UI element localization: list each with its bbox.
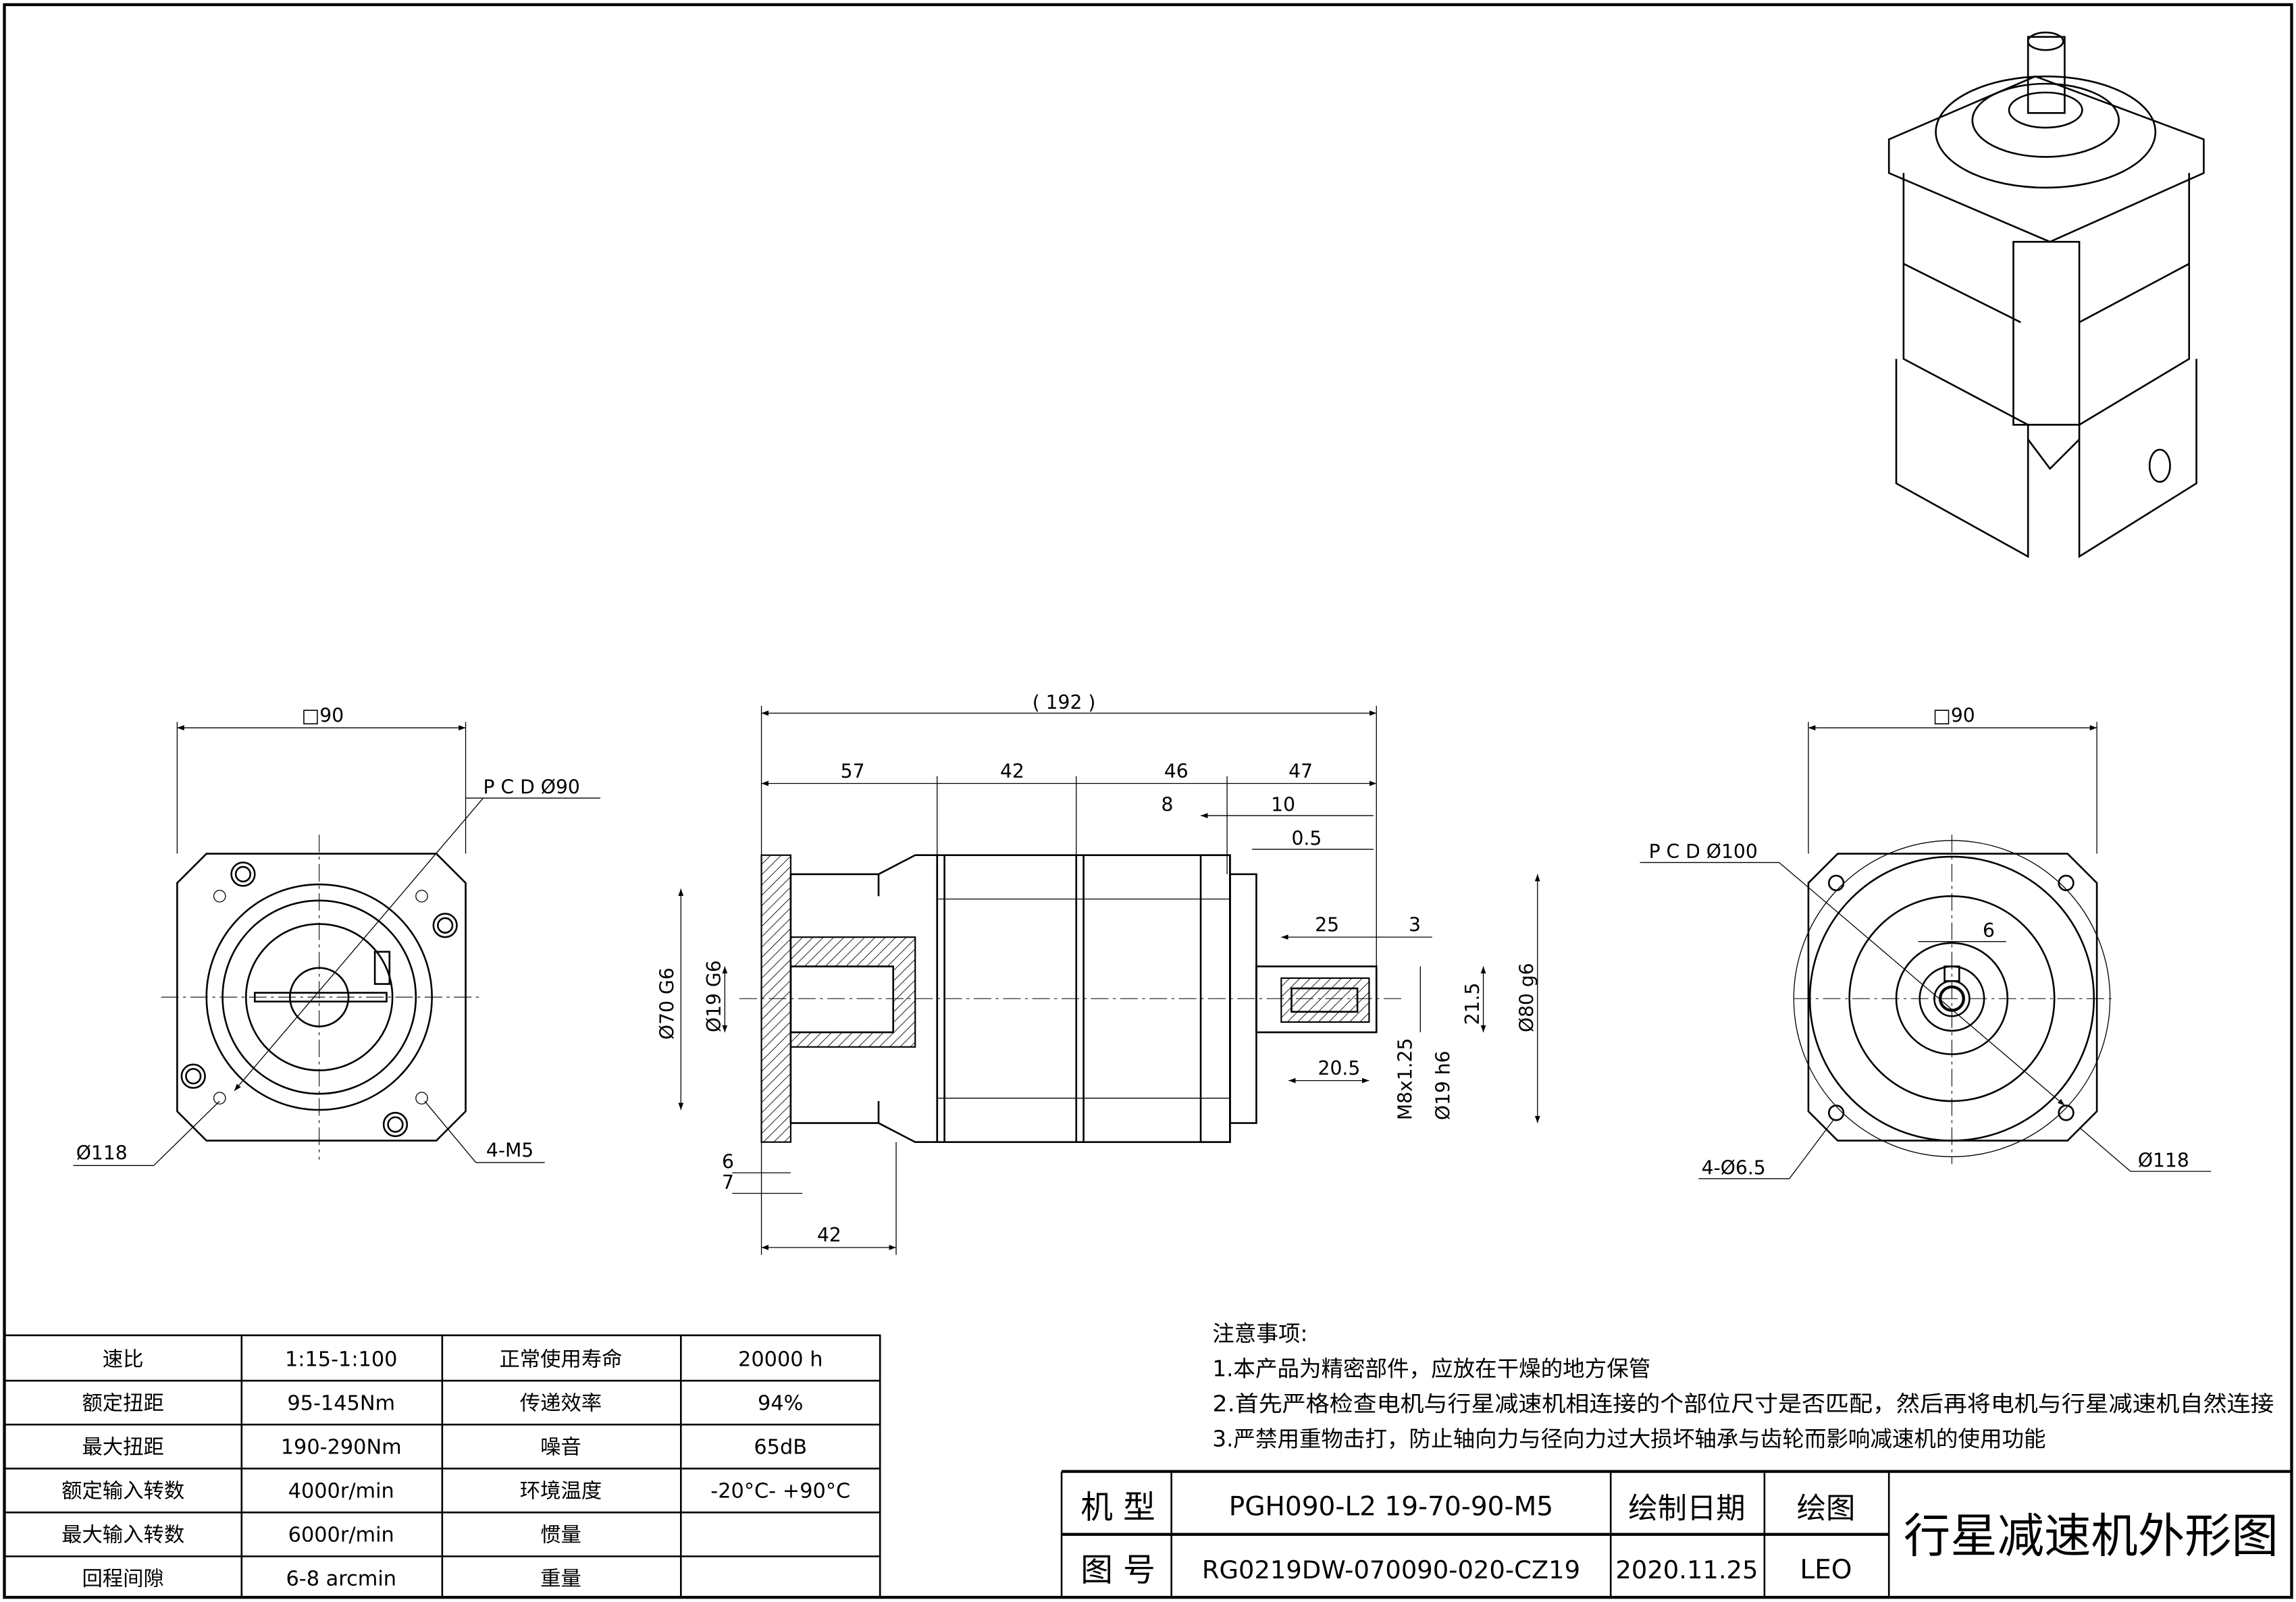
spec-value: 6-8 arcmin bbox=[286, 1568, 396, 1591]
dim-overall: ( 192 ) bbox=[1033, 691, 1096, 714]
spec-value: 95-145Nm bbox=[287, 1392, 395, 1416]
left-end-view: □90 P C D Ø90 Ø118 4-M5 bbox=[73, 704, 601, 1167]
dim-3: 3 bbox=[1409, 913, 1421, 936]
dim-6: 6 bbox=[722, 1151, 734, 1173]
spec-label: 环境温度 bbox=[520, 1480, 602, 1503]
title-block: 机 型 PGH090-L2 19-70-90-M5 绘制日期 绘图 图 号 RG… bbox=[1060, 1470, 2292, 1598]
dim-outer-dia: Ø118 bbox=[76, 1142, 128, 1165]
note-item: 2.首先严格检查电机与行星减速机相连接的个部位尺寸是否匹配，然后再将电机与行星减… bbox=[1212, 1391, 2274, 1417]
dim-key: 6 bbox=[1983, 919, 1995, 942]
spec-value: 94% bbox=[758, 1392, 803, 1416]
spec-label: 回程间隙 bbox=[82, 1568, 163, 1591]
drawing-no-label: 图 号 bbox=[1080, 1552, 1155, 1589]
dim-7: 7 bbox=[722, 1171, 734, 1194]
model-value: PGH090-L2 19-70-90-M5 bbox=[1229, 1492, 1553, 1522]
model-label: 机 型 bbox=[1080, 1489, 1155, 1526]
drawing-no-value: RG0219DW-070090-020-CZ19 bbox=[1202, 1555, 1580, 1584]
dim-seg-2: 42 bbox=[1000, 760, 1024, 782]
date-label: 绘制日期 bbox=[1628, 1492, 1745, 1526]
spec-value: 190-290Nm bbox=[281, 1436, 402, 1460]
specs-table: 速比 1:15-1:100 正常使用寿命 20000 h 额定扭距 95-145… bbox=[3, 1334, 881, 1599]
note-item: 1.本产品为精密部件，应放在干燥的地方保管 bbox=[1212, 1356, 1650, 1382]
dim-holes-right: 4-Ø6.5 bbox=[1702, 1156, 1766, 1179]
spec-value: 1:15-1:100 bbox=[285, 1347, 398, 1371]
isometric-view bbox=[1887, 31, 2205, 558]
dim-8: 8 bbox=[1162, 794, 1174, 816]
dim-seg-3: 46 bbox=[1164, 760, 1189, 782]
spec-label: 正常使用寿命 bbox=[499, 1347, 622, 1371]
dim-seg-4: 47 bbox=[1288, 760, 1313, 782]
drawer-label: 绘图 bbox=[1797, 1492, 1856, 1526]
spec-label: 重量 bbox=[540, 1568, 581, 1591]
drawing-title: 行星减速机外形图 bbox=[1904, 1510, 2278, 1564]
spec-value: 20000 h bbox=[738, 1347, 823, 1371]
dim-21-5: 21.5 bbox=[1461, 983, 1484, 1025]
dim-bore-70: Ø70 G6 bbox=[656, 967, 678, 1040]
dim-20-5: 20.5 bbox=[1318, 1057, 1361, 1079]
dim-pilot: Ø80 g6 bbox=[1515, 963, 1538, 1032]
spec-label: 速比 bbox=[103, 1347, 144, 1371]
dim-outer-dia-right: Ø118 bbox=[2138, 1150, 2189, 1172]
spec-value: 4000r/min bbox=[288, 1480, 394, 1503]
right-end-view: □90 P C D Ø100 6 4-Ø6.5 Ø118 bbox=[1640, 704, 2212, 1179]
sheet-border bbox=[3, 3, 2293, 1599]
side-section-view: ( 192 ) 57 42 46 47 8 10 0.5 25 3 20.5 Ø… bbox=[656, 691, 1540, 1255]
spec-label: 传递效率 bbox=[520, 1392, 602, 1416]
dim-25: 25 bbox=[1315, 913, 1339, 936]
dim-thread: M8x1.25 bbox=[1394, 1038, 1416, 1121]
spec-value: 6000r/min bbox=[288, 1524, 394, 1547]
spec-label: 惯量 bbox=[540, 1524, 581, 1547]
dim-pcd: P C D Ø90 bbox=[484, 776, 580, 799]
dim-42: 42 bbox=[817, 1224, 841, 1246]
spec-value: 65dB bbox=[754, 1436, 807, 1460]
note-item: 3.严禁用重物击打，防止轴向力与径向力过大损坏轴承与齿轮而影响减速机的使用功能 bbox=[1212, 1426, 2045, 1452]
dim-square-right: □90 bbox=[1933, 704, 1975, 726]
dim-10: 10 bbox=[1271, 794, 1295, 816]
notes: 注意事项: 1.本产品为精密部件，应放在干燥的地方保管 2.首先严格检查电机与行… bbox=[1212, 1321, 2274, 1452]
dim-square: □90 bbox=[302, 704, 344, 726]
spec-label: 额定扭距 bbox=[82, 1392, 163, 1416]
notes-heading: 注意事项: bbox=[1212, 1321, 1307, 1347]
spec-label: 额定输入转数 bbox=[61, 1480, 184, 1503]
dim-shaft: Ø19 h6 bbox=[1432, 1050, 1455, 1120]
spec-label: 最大输入转数 bbox=[61, 1524, 184, 1547]
spec-label: 最大扭距 bbox=[82, 1436, 163, 1460]
dim-seg-1: 57 bbox=[841, 760, 865, 782]
dim-0-5: 0.5 bbox=[1292, 828, 1322, 850]
spec-label: 噪音 bbox=[540, 1436, 581, 1460]
dim-bore-19: Ø19 G6 bbox=[703, 960, 725, 1032]
spec-value: -20°C- +90°C bbox=[710, 1480, 850, 1503]
drawer-value: LEO bbox=[1800, 1555, 1852, 1585]
dim-holes: 4-M5 bbox=[486, 1139, 533, 1161]
dim-pcd-right: P C D Ø100 bbox=[1649, 840, 1758, 863]
date-value: 2020.11.25 bbox=[1615, 1555, 1758, 1584]
